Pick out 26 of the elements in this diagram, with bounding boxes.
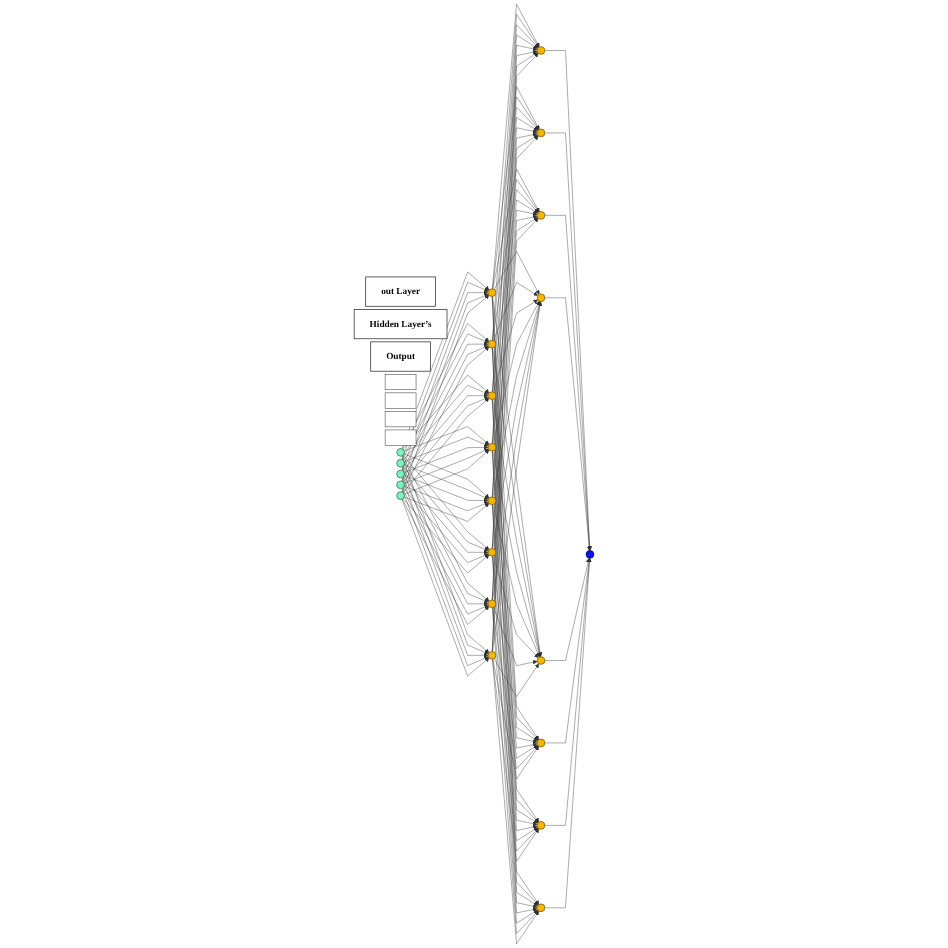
node-circle — [536, 46, 546, 55]
node-circle — [487, 442, 497, 452]
node-circle — [536, 903, 546, 913]
node-box — [384, 411, 417, 428]
node-circle — [396, 458, 405, 468]
node-circle — [396, 469, 405, 479]
node-circle — [396, 480, 405, 490]
node-circle — [487, 339, 497, 349]
node-circle — [536, 821, 546, 830]
node-box — [384, 392, 417, 409]
node-circle — [536, 738, 546, 748]
node-circle — [396, 448, 405, 457]
node-circle — [487, 288, 497, 297]
node-circle — [487, 599, 497, 609]
node-box — [384, 374, 417, 390]
node-box — [384, 429, 417, 446]
node-circle — [487, 496, 497, 506]
node-circle — [536, 293, 546, 303]
node-circle — [487, 548, 497, 557]
node-circle — [396, 491, 405, 500]
node-circle — [536, 128, 546, 138]
node-circle — [487, 391, 497, 400]
node-circle — [487, 651, 497, 660]
node-circle — [536, 656, 546, 665]
node-circle — [536, 211, 546, 220]
node-circle — [585, 550, 595, 559]
